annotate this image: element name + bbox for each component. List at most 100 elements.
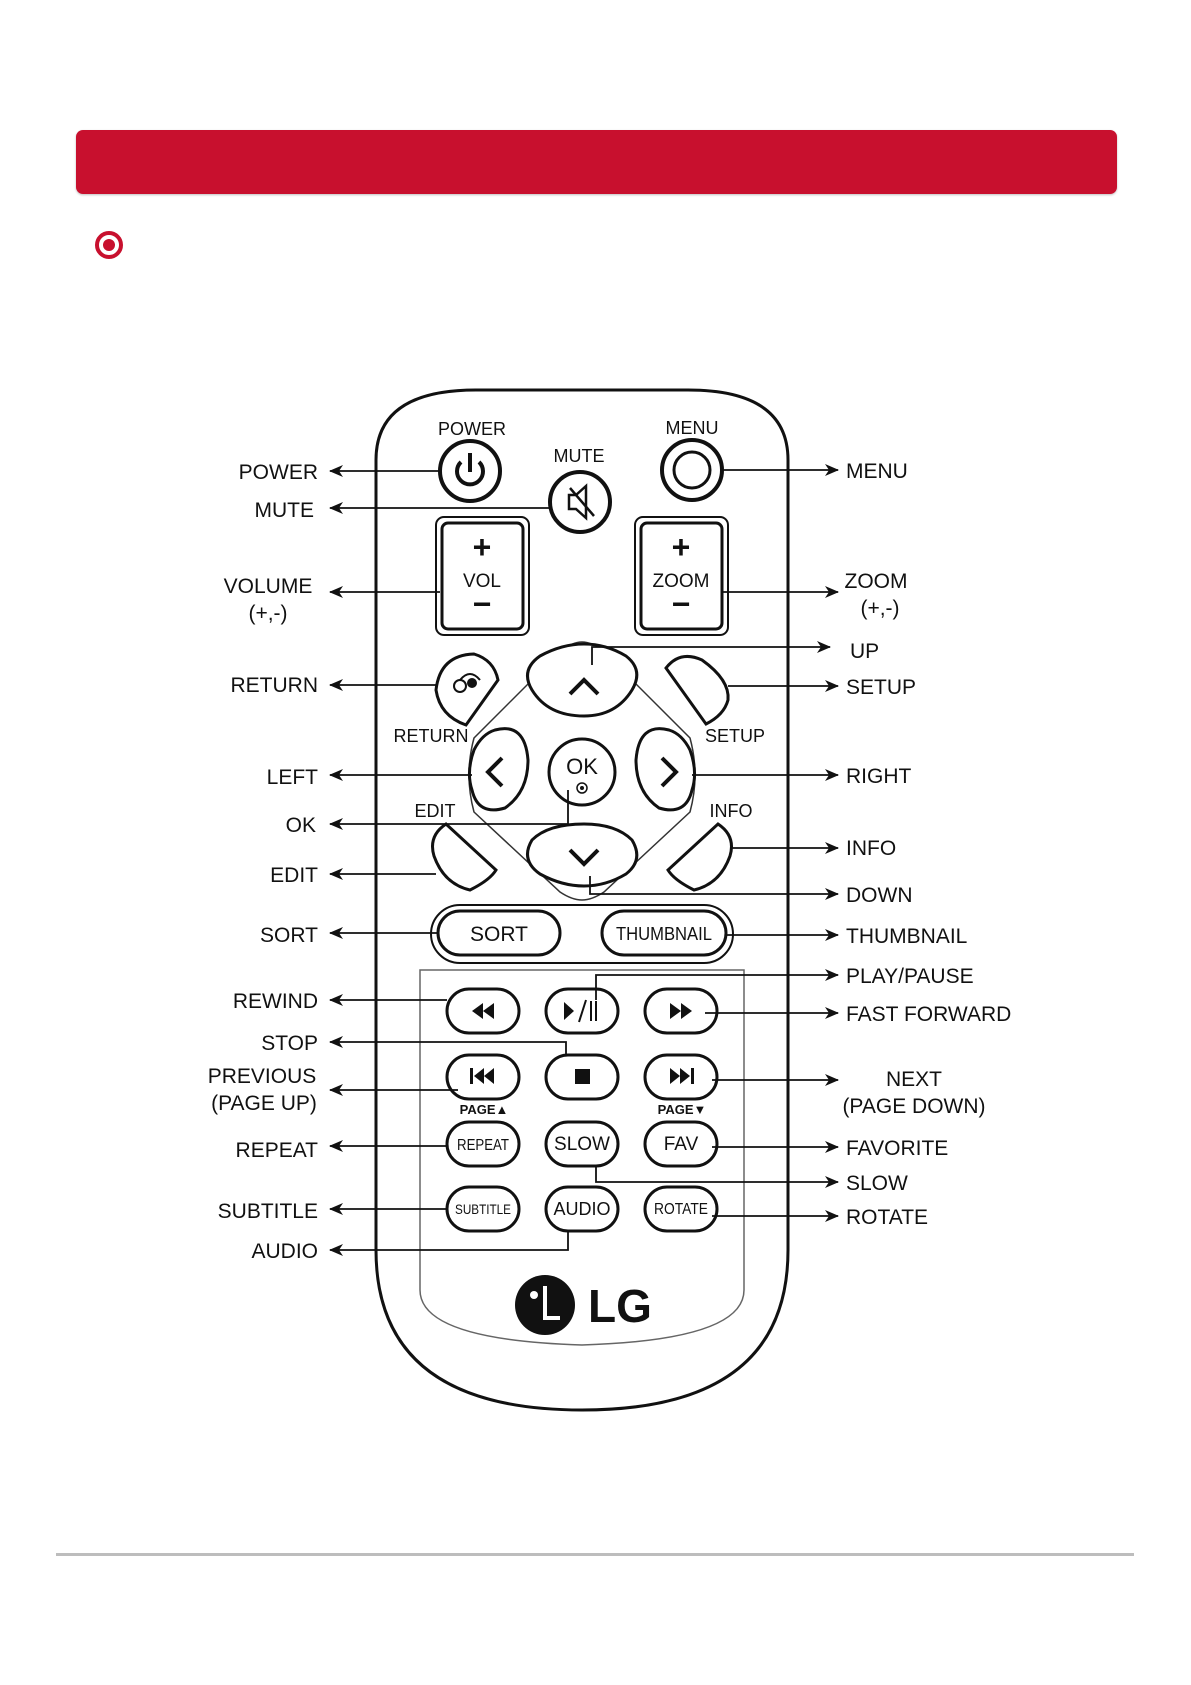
mute-button[interactable]: [548, 470, 612, 534]
callout-repeat: REPEAT: [236, 1139, 319, 1162]
power-icon: [455, 453, 485, 487]
menu-button[interactable]: [660, 438, 724, 502]
up-button[interactable]: [526, 642, 639, 718]
callout-down: DOWN: [846, 884, 913, 907]
callout-thumbnail: THUMBNAIL: [846, 925, 967, 948]
callout-zoom: ZOOM: [845, 570, 908, 593]
callout-page-down: (PAGE DOWN): [842, 1095, 985, 1118]
right-arrow-icon: [660, 756, 679, 788]
ok-button[interactable]: OK: [547, 737, 617, 807]
callout-volume: VOLUME: [224, 575, 313, 598]
zoom-minus[interactable]: −: [672, 586, 691, 622]
sort-button[interactable]: SORT: [436, 909, 562, 957]
up-arrow-icon: [568, 677, 600, 696]
callout-audio: AUDIO: [251, 1240, 318, 1263]
power-label: POWER: [438, 419, 506, 439]
callout-return: RETURN: [231, 674, 319, 697]
callout-setup: SETUP: [846, 676, 916, 699]
return-button[interactable]: [434, 652, 500, 727]
fast-forward-icon: [670, 1003, 692, 1019]
setup-button[interactable]: [664, 654, 730, 726]
stop-button[interactable]: [544, 1053, 620, 1101]
zoom-rocker[interactable]: + ZOOM −: [634, 516, 729, 636]
header-banner: [76, 130, 1117, 194]
rewind-icon: [472, 1003, 494, 1019]
nav-pad-outline: [468, 641, 696, 901]
callout-slow: SLOW: [846, 1172, 908, 1195]
lg-logo: LG: [515, 1275, 652, 1335]
left-callout-lines: [329, 465, 569, 1256]
subtitle-button[interactable]: SUBTITLE: [445, 1185, 521, 1233]
page-up-label: PAGE▲: [460, 1102, 509, 1117]
bullet-icon: [95, 231, 123, 259]
stop-icon: [575, 1069, 590, 1084]
callout-up: UP: [850, 640, 879, 663]
callout-play-pause: PLAY/PAUSE: [846, 965, 974, 988]
zoom-label: ZOOM: [653, 571, 710, 592]
subtitle-text: SUBTITLE: [455, 1201, 511, 1217]
page-down-label: PAGE▼: [658, 1102, 707, 1117]
callout-stop: STOP: [261, 1032, 318, 1055]
ok-dot-icon: [576, 782, 588, 794]
callout-volume-range: (+,-): [248, 602, 287, 625]
down-button[interactable]: [526, 822, 639, 888]
callout-power: POWER: [239, 461, 318, 484]
play-pause-button[interactable]: [544, 987, 620, 1035]
thumbnail-button[interactable]: THUMBNAIL: [600, 909, 728, 957]
play-pause-icon: [564, 999, 597, 1023]
rewind-button[interactable]: [445, 987, 521, 1035]
mute-icon: [567, 483, 595, 521]
callout-ok: OK: [286, 814, 316, 837]
callout-zoom-range: (+,-): [860, 597, 899, 620]
right-button[interactable]: [634, 727, 697, 812]
menu-label: MENU: [666, 418, 719, 438]
audio-button[interactable]: AUDIO: [544, 1185, 620, 1233]
callout-previous: PREVIOUS: [208, 1065, 317, 1088]
thumbnail-text: THUMBNAIL: [616, 924, 712, 944]
fav-button[interactable]: FAV: [643, 1120, 719, 1168]
callout-subtitle: SUBTITLE: [218, 1200, 318, 1223]
slow-button[interactable]: SLOW: [544, 1120, 620, 1168]
callout-favorite: FAVORITE: [846, 1137, 948, 1160]
vol-minus[interactable]: −: [473, 586, 492, 622]
audio-text: AUDIO: [553, 1199, 610, 1219]
left-arrow-icon: [485, 756, 504, 788]
callout-right: RIGHT: [846, 765, 912, 788]
zoom-plus[interactable]: +: [672, 529, 691, 565]
edit-label: EDIT: [414, 801, 455, 821]
vol-label: VOL: [463, 571, 501, 592]
repeat-button[interactable]: REPEAT: [445, 1120, 521, 1168]
callout-menu: MENU: [846, 460, 908, 483]
lg-logo-text: LG: [588, 1280, 652, 1332]
transport-panel: [419, 969, 745, 1346]
fast-forward-button[interactable]: [643, 987, 719, 1035]
ok-label: OK: [566, 754, 598, 779]
vol-plus[interactable]: +: [473, 529, 492, 565]
menu-icon: [672, 450, 712, 490]
power-button[interactable]: [438, 439, 502, 503]
callout-fast-forward: FAST FORWARD: [846, 1003, 1011, 1026]
next-button[interactable]: [643, 1053, 719, 1101]
callout-mute: MUTE: [255, 499, 315, 522]
next-icon: [670, 1068, 694, 1084]
mute-label: MUTE: [554, 446, 605, 466]
right-callout-lines: [589, 464, 839, 1222]
previous-icon: [470, 1068, 494, 1084]
callout-rewind: REWIND: [233, 990, 318, 1013]
rotate-button[interactable]: ROTATE: [643, 1185, 719, 1233]
callout-rotate: ROTATE: [846, 1206, 928, 1229]
previous-button[interactable]: [445, 1053, 521, 1101]
left-button[interactable]: [467, 727, 530, 812]
callout-page-up: (PAGE UP): [211, 1092, 317, 1115]
callout-info: INFO: [846, 837, 896, 860]
callout-sort: SORT: [260, 924, 318, 947]
info-label: INFO: [710, 801, 753, 821]
footer-divider: [56, 1553, 1134, 1556]
slow-text: SLOW: [554, 1134, 610, 1155]
info-button[interactable]: [666, 822, 733, 892]
return-icon: [453, 673, 481, 693]
volume-rocker[interactable]: + VOL −: [435, 516, 530, 636]
edit-button[interactable]: [431, 822, 498, 892]
sort-text: SORT: [470, 923, 528, 946]
